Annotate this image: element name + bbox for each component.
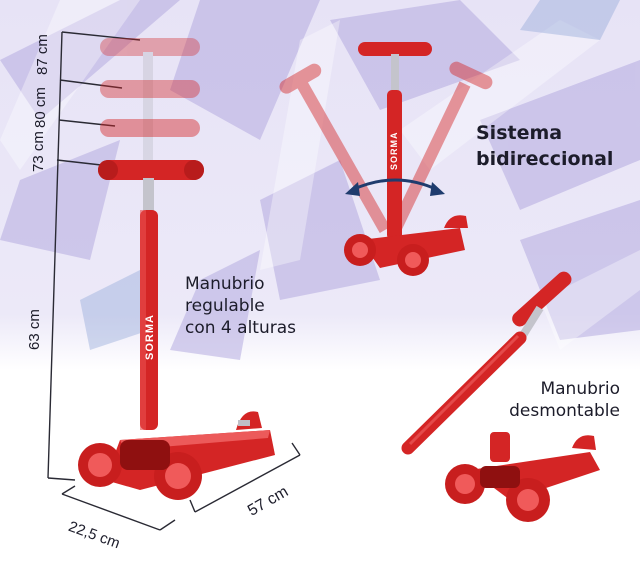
bidirectional-line2: bidireccional (476, 148, 614, 170)
adjustable-line3: con 4 alturas (185, 318, 296, 338)
brand-mark-tilting: SORMA (389, 131, 399, 171)
height-80-label: 80 cm (32, 87, 49, 128)
detachable-label: Manubrio desmontable (500, 378, 620, 422)
tilting-scooter (279, 42, 493, 276)
width-dimension-line (61, 485, 176, 531)
detachable-line1: Manubrio (540, 379, 620, 399)
detachable-line2: desmontable (509, 401, 620, 421)
bidirectional-arrow (345, 178, 445, 196)
ghost-handlebar-73 (100, 119, 200, 137)
height-87-label: 87 cm (34, 34, 51, 75)
height-73-label: 73 cm (30, 131, 47, 172)
adjustable-label: Manubrio regulable con 4 alturas (185, 273, 296, 339)
detached-handlebar (401, 271, 572, 455)
adjustable-scooter (78, 160, 275, 500)
height-dimension-lines (47, 31, 141, 481)
adjustable-line1: Manubrio (185, 274, 265, 294)
length-dimension-line (189, 442, 301, 513)
detachable-scooter-base (445, 432, 600, 522)
bidirectional-label: Sistema bidireccional (476, 120, 613, 172)
bidirectional-line1: Sistema (476, 122, 563, 144)
abstract-background (0, 0, 640, 370)
brand-mark-main: SORMA (144, 314, 156, 360)
height-63-label: 63 cm (26, 309, 43, 350)
adjustable-line2: regulable (185, 296, 265, 316)
ghost-handlebar-80 (100, 80, 200, 98)
ghost-handlebar-87 (100, 38, 200, 167)
